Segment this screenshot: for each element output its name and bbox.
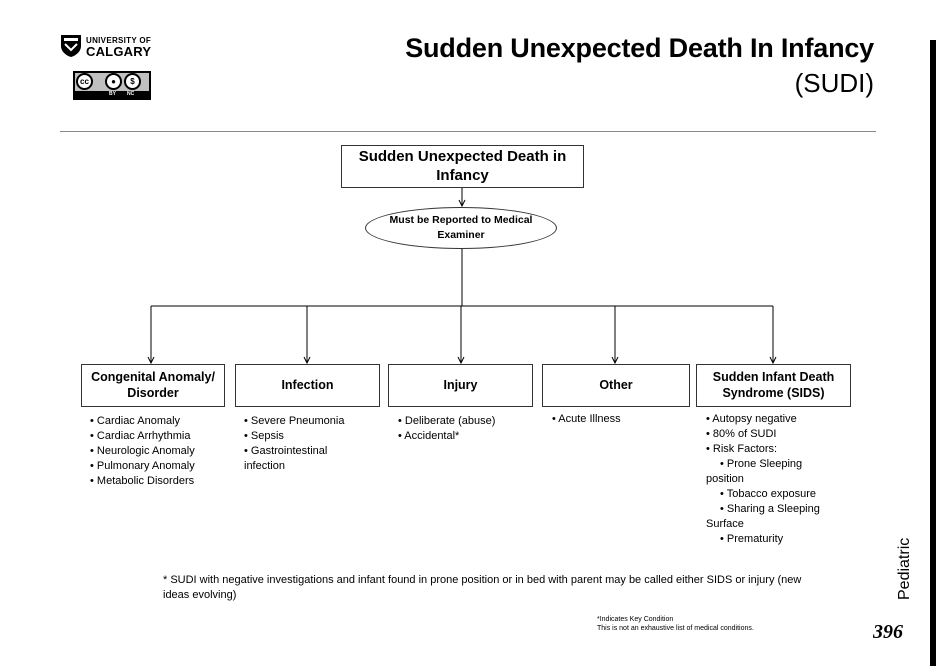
list-item: • Sepsis: [244, 430, 284, 442]
logo-line-1: UNIVERSITY OF: [86, 36, 152, 45]
category-sids: Sudden Infant Death Syndrome (SIDS): [696, 364, 851, 407]
creative-commons-icon: cc: [76, 73, 93, 90]
logo-line-2: CALGARY: [86, 44, 152, 59]
license-by-label: BY: [109, 91, 116, 97]
category-injury: Injury: [388, 364, 533, 407]
page-title: Sudden Unexpected Death In Infancy: [405, 33, 874, 63]
list-item: • Tobacco exposure: [720, 488, 816, 500]
creative-commons-badge: cc ● $ BY NC: [73, 71, 151, 100]
page-subtitle: (SUDI): [794, 68, 874, 98]
category-other: Other: [542, 364, 690, 407]
university-logo: UNIVERSITY OF CALGARY: [60, 34, 165, 62]
list-item: infection: [244, 460, 285, 472]
key-note-line-2: This is not an exhaustive list of medica…: [597, 624, 754, 632]
key-note-line-1: *Indicates Key Condition: [597, 616, 674, 623]
list-item: Surface: [706, 518, 744, 530]
list-item: • Accidental*: [398, 430, 460, 442]
list-item: • Prematurity: [720, 533, 784, 545]
page-number: 396: [873, 621, 903, 643]
non-commercial-icon: $: [124, 73, 141, 90]
list-item: • Gastrointestinal: [244, 445, 328, 457]
section-label: Pediatric: [896, 520, 916, 600]
congenital-list: • Cardiac Anomaly • Cardiac Arrhythmia •…: [90, 414, 225, 489]
license-nc-label: NC: [127, 91, 135, 97]
list-item: • Risk Factors:: [706, 443, 778, 455]
diagram-footnote: * SUDI with negative investigations and …: [163, 574, 802, 601]
infection-list: • Severe Pneumonia • Sepsis • Gastrointe…: [244, 414, 364, 474]
list-item: • Pulmonary Anomaly: [90, 460, 195, 472]
list-item: • Acute Illness: [552, 413, 621, 425]
edge-bar: [930, 40, 936, 666]
key-condition-note: *Indicates Key Condition This is not an …: [597, 616, 754, 633]
other-list: • Acute Illness: [552, 412, 682, 427]
section-label-text: Pediatric: [896, 537, 913, 600]
header-divider: [60, 131, 876, 132]
list-item: • Prone Sleeping: [720, 458, 803, 470]
attribution-icon: ●: [105, 73, 122, 90]
report-step-node: Must be Reported to Medical Examiner: [365, 207, 557, 249]
list-item: • Cardiac Arrhythmia: [90, 430, 191, 442]
injury-list: • Deliberate (abuse) • Accidental*: [398, 414, 528, 444]
category-congenital: Congenital Anomaly/ Disorder: [81, 364, 225, 407]
list-item: position: [706, 473, 744, 485]
category-infection: Infection: [235, 364, 380, 407]
root-node: Sudden Unexpected Death in Infancy: [341, 145, 584, 188]
list-item: • Sharing a Sleeping: [720, 503, 820, 515]
university-shield-icon: [61, 35, 81, 57]
list-item: • Cardiac Anomaly: [90, 415, 181, 427]
list-item: • Metabolic Disorders: [90, 475, 195, 487]
sids-list: • Autopsy negative • 80% of SUDI • Risk …: [706, 412, 856, 547]
list-item: • Deliberate (abuse): [398, 415, 496, 427]
list-item: • Autopsy negative: [706, 413, 797, 425]
list-item: • Severe Pneumonia: [244, 415, 345, 427]
list-item: • 80% of SUDI: [706, 428, 777, 440]
list-item: • Neurologic Anomaly: [90, 445, 195, 457]
